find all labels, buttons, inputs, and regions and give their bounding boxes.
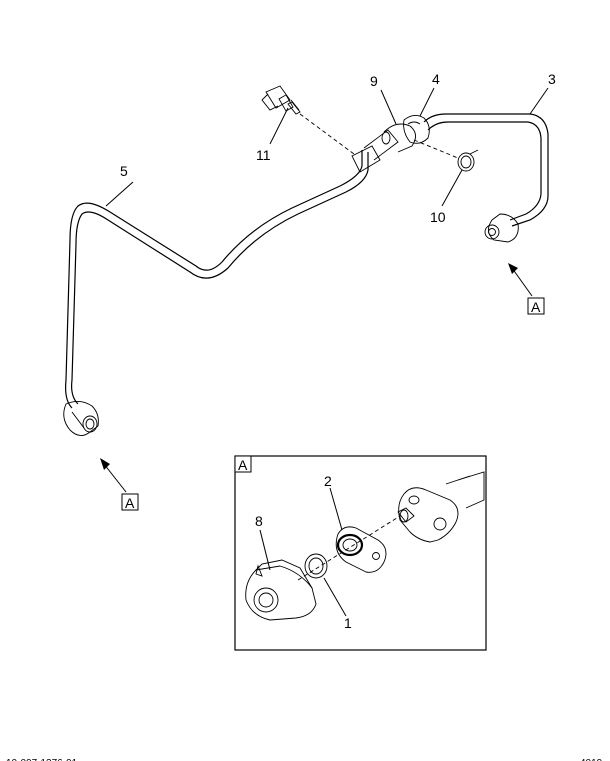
view-ref-box-left	[121, 493, 139, 511]
exploded-line-11	[299, 113, 355, 155]
callout-8: 8	[255, 513, 263, 529]
callout-2: 2	[324, 473, 332, 489]
tube-3	[423, 113, 549, 227]
leader-11	[269, 107, 289, 145]
leader-8	[259, 529, 271, 571]
clip-10	[457, 149, 479, 172]
footer-page-id: 4019	[580, 758, 603, 761]
view-ref-box-right	[527, 297, 545, 315]
leader-1	[323, 577, 347, 617]
leader-3	[529, 87, 549, 115]
connector-4	[403, 115, 430, 144]
leader-9	[380, 89, 397, 125]
callout-4: 4	[432, 71, 440, 87]
detail-exploded-line	[297, 515, 401, 581]
callout-1: 1	[344, 615, 352, 631]
tube-junction-clamp	[351, 123, 416, 173]
tube-5-end-fitting	[63, 401, 99, 436]
detail-view-a-frame	[234, 455, 487, 651]
view-ref-arrow-left	[100, 458, 127, 493]
leader-2	[329, 487, 343, 531]
sensor-body-8	[245, 559, 317, 621]
footer-drawing-id: 10-007-1376-01	[6, 758, 78, 761]
tube-5	[65, 150, 369, 409]
sensor-11	[261, 85, 301, 115]
leader-5	[105, 181, 134, 207]
detail-view-a-label: A	[238, 457, 248, 473]
detail-flange-port	[397, 471, 485, 543]
gasket-2	[335, 526, 387, 573]
leader-10	[441, 169, 463, 207]
o-ring-1	[304, 553, 328, 579]
tube-3-end-fitting	[484, 213, 519, 243]
callout-9: 9	[370, 73, 378, 89]
view-ref-label-left: A	[125, 495, 135, 511]
detail-view-a-tag	[234, 455, 252, 473]
callout-3: 3	[548, 71, 556, 87]
view-ref-label-right: A	[531, 299, 541, 315]
callout-5: 5	[120, 163, 128, 179]
callout-11: 11	[256, 147, 271, 163]
exploded-line-10	[413, 139, 459, 159]
callout-10: 10	[430, 209, 446, 225]
leader-4	[419, 87, 435, 117]
view-ref-arrow-right	[508, 263, 533, 297]
